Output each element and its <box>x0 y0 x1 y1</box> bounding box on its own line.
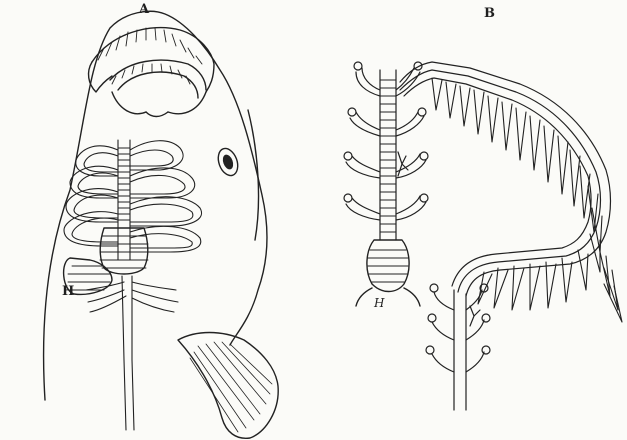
ventral-aorta-b <box>344 62 428 240</box>
jaw-center <box>146 112 168 117</box>
posterior-vessels <box>86 276 178 430</box>
panel-a-head <box>44 11 279 438</box>
ventral-aorta <box>118 140 130 260</box>
spiracle-inner <box>222 154 234 170</box>
jaw-left <box>112 92 146 114</box>
head-outline <box>44 11 267 400</box>
heart-label-b: H <box>374 296 384 310</box>
heart-b <box>356 240 420 306</box>
gill-arches <box>64 141 202 252</box>
heart-a <box>64 228 148 294</box>
mouth-inner <box>110 60 206 90</box>
panel-label-a: A <box>139 2 149 17</box>
gill-arch-b <box>400 62 611 296</box>
panel-b-scheme <box>344 62 622 410</box>
heart-label-a: H <box>62 284 74 299</box>
dorsal-aorta-b <box>426 284 490 410</box>
pectoral-fin <box>178 333 278 439</box>
panel-label-b: B <box>484 6 495 21</box>
jaw-right <box>168 92 206 114</box>
